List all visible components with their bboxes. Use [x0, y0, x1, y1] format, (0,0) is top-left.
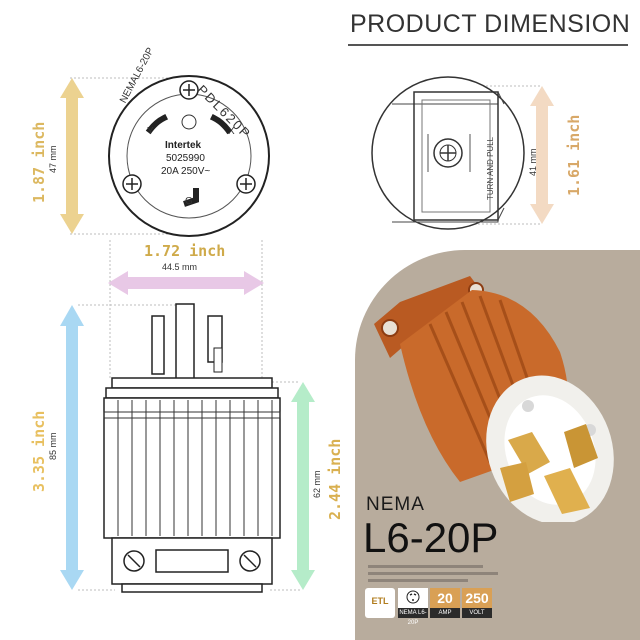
plug-face-drawing — [108, 75, 270, 237]
face-height-mm: 47 mm — [48, 145, 58, 173]
volt-caption: VOLT — [462, 608, 492, 618]
body-length-mm: 62 mm — [312, 470, 322, 498]
volt-value: 250 — [465, 590, 489, 606]
face-brand: Intertek — [165, 140, 202, 151]
plug-icon — [406, 590, 420, 604]
page-title: PRODUCT DIMENSION — [350, 10, 631, 38]
face-width-arrow — [108, 240, 264, 380]
total-length-inch: 3.35 inch — [30, 410, 48, 492]
nema-badge-caption: NEMA L6-20P — [398, 608, 428, 626]
face-g-label: G — [185, 196, 193, 207]
etl-badge: ETL — [365, 588, 395, 618]
body-length-inch: 2.44 inch — [326, 438, 344, 520]
description-line — [368, 579, 468, 582]
plug-back-drawing — [371, 76, 525, 230]
back-diameter-arrow — [470, 85, 554, 225]
face-width-inch: 1.72 inch — [144, 242, 226, 260]
product-model: L6-20P — [363, 514, 499, 561]
amp-value: 20 — [437, 590, 453, 606]
face-height-arrow — [60, 77, 190, 235]
face-y-label: Y — [147, 126, 154, 137]
etl-mark: ETL — [371, 596, 389, 606]
title-underline — [348, 44, 628, 46]
face-width-mm: 44.5 mm — [162, 262, 198, 272]
body-length-arrow — [240, 381, 315, 591]
product-plug-illustration — [374, 276, 614, 522]
total-length-mm: 85 mm — [48, 432, 58, 460]
plug-side-drawing — [103, 303, 281, 593]
face-x-label: X — [228, 126, 235, 137]
total-length-arrow — [60, 304, 178, 591]
product-series: NEMA — [366, 494, 425, 515]
description-line — [368, 565, 483, 568]
amp-caption: AMP — [430, 608, 460, 618]
back-diameter-inch: 1.61 inch — [565, 114, 583, 196]
back-engraving: TURN AND PULL — [486, 136, 495, 200]
face-cert-number: 5025990 — [166, 153, 205, 164]
face-height-inch: 1.87 inch — [30, 121, 48, 203]
face-rating: 20A 250V~ — [161, 166, 211, 177]
description-line — [368, 572, 498, 575]
